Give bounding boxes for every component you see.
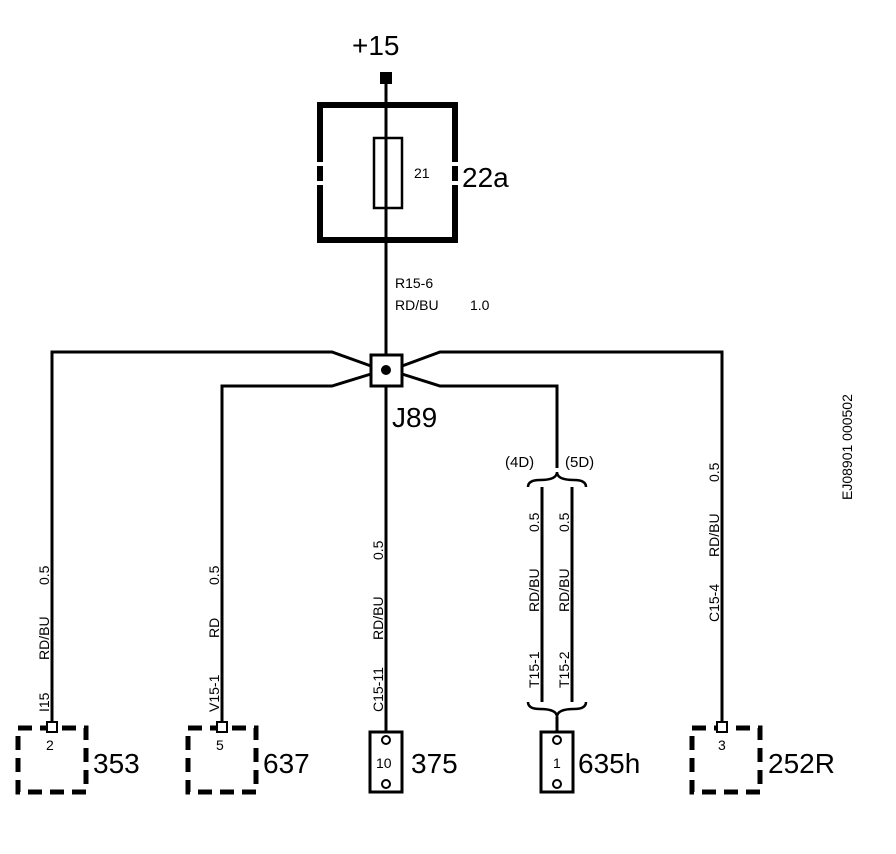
wire-size-353: 0.5 bbox=[36, 565, 52, 585]
wire-637 bbox=[220, 372, 372, 728]
wire-code-t15-1: T15-1 bbox=[526, 651, 542, 688]
wire-code-375: C15-11 bbox=[370, 667, 386, 712]
component-252R: 252R bbox=[768, 748, 835, 779]
connector-375 bbox=[368, 730, 404, 794]
fuse-box bbox=[317, 102, 458, 243]
pin-635h: 1 bbox=[553, 755, 561, 771]
variant-left-label: (4D) bbox=[505, 454, 534, 471]
wire-size-t15-1: 0.5 bbox=[526, 512, 542, 532]
wire-size-375: 0.5 bbox=[370, 540, 386, 560]
wire-size-637: 0.5 bbox=[206, 565, 222, 585]
main-wire-code: R15-6 bbox=[395, 275, 433, 291]
wire-252R bbox=[401, 350, 724, 728]
wire-color-375: RD/BU bbox=[370, 596, 386, 640]
variant-brace-bottom bbox=[526, 701, 588, 718]
wire-code-252R: C15-4 bbox=[706, 584, 722, 622]
wire-color-252R: RD/BU bbox=[706, 513, 722, 557]
component-353: 353 bbox=[93, 748, 140, 779]
pin-375: 10 bbox=[376, 755, 392, 771]
pin-637: 5 bbox=[216, 737, 224, 753]
pin-353: 2 bbox=[46, 737, 54, 753]
component-637: 637 bbox=[263, 748, 310, 779]
fuse-box-label: 22a bbox=[462, 162, 509, 193]
variant-right-label: (5D) bbox=[565, 454, 594, 471]
variant-brace-top bbox=[526, 471, 588, 488]
wire-size-252R: 0.5 bbox=[706, 462, 722, 482]
wire-size-t15-2: 0.5 bbox=[556, 512, 572, 532]
connector-353 bbox=[15, 721, 89, 795]
junction-label: J89 bbox=[392, 402, 437, 433]
supply-terminal bbox=[380, 72, 392, 84]
wire-code-637: V15-1 bbox=[206, 674, 222, 712]
wire-color-637: RD bbox=[206, 618, 222, 638]
fuse-symbol bbox=[372, 136, 404, 210]
component-635h: 635h bbox=[578, 748, 640, 779]
figure-id: EJ08901 000502 bbox=[839, 394, 855, 500]
wire-code-t15-2: T15-2 bbox=[556, 651, 572, 688]
pin-252R: 3 bbox=[718, 737, 726, 753]
fuse-number: 21 bbox=[414, 165, 430, 181]
main-wire-color: RD/BU bbox=[395, 297, 439, 313]
connector-637 bbox=[185, 721, 259, 795]
connector-635h bbox=[539, 730, 575, 794]
wire-code-353: I15 bbox=[36, 692, 52, 712]
supply-label: +15 bbox=[352, 30, 400, 61]
wire-color-t15-1: RD/BU bbox=[526, 568, 542, 612]
component-375: 375 bbox=[411, 748, 458, 779]
wire-635h-feed bbox=[401, 372, 559, 468]
junction-dot bbox=[381, 365, 391, 375]
main-wire-size: 1.0 bbox=[470, 297, 490, 313]
wire-color-353: RD/BU bbox=[36, 616, 52, 660]
wire-353 bbox=[50, 350, 372, 728]
connector-252R bbox=[689, 721, 763, 795]
wire-color-t15-2: RD/BU bbox=[556, 568, 572, 612]
